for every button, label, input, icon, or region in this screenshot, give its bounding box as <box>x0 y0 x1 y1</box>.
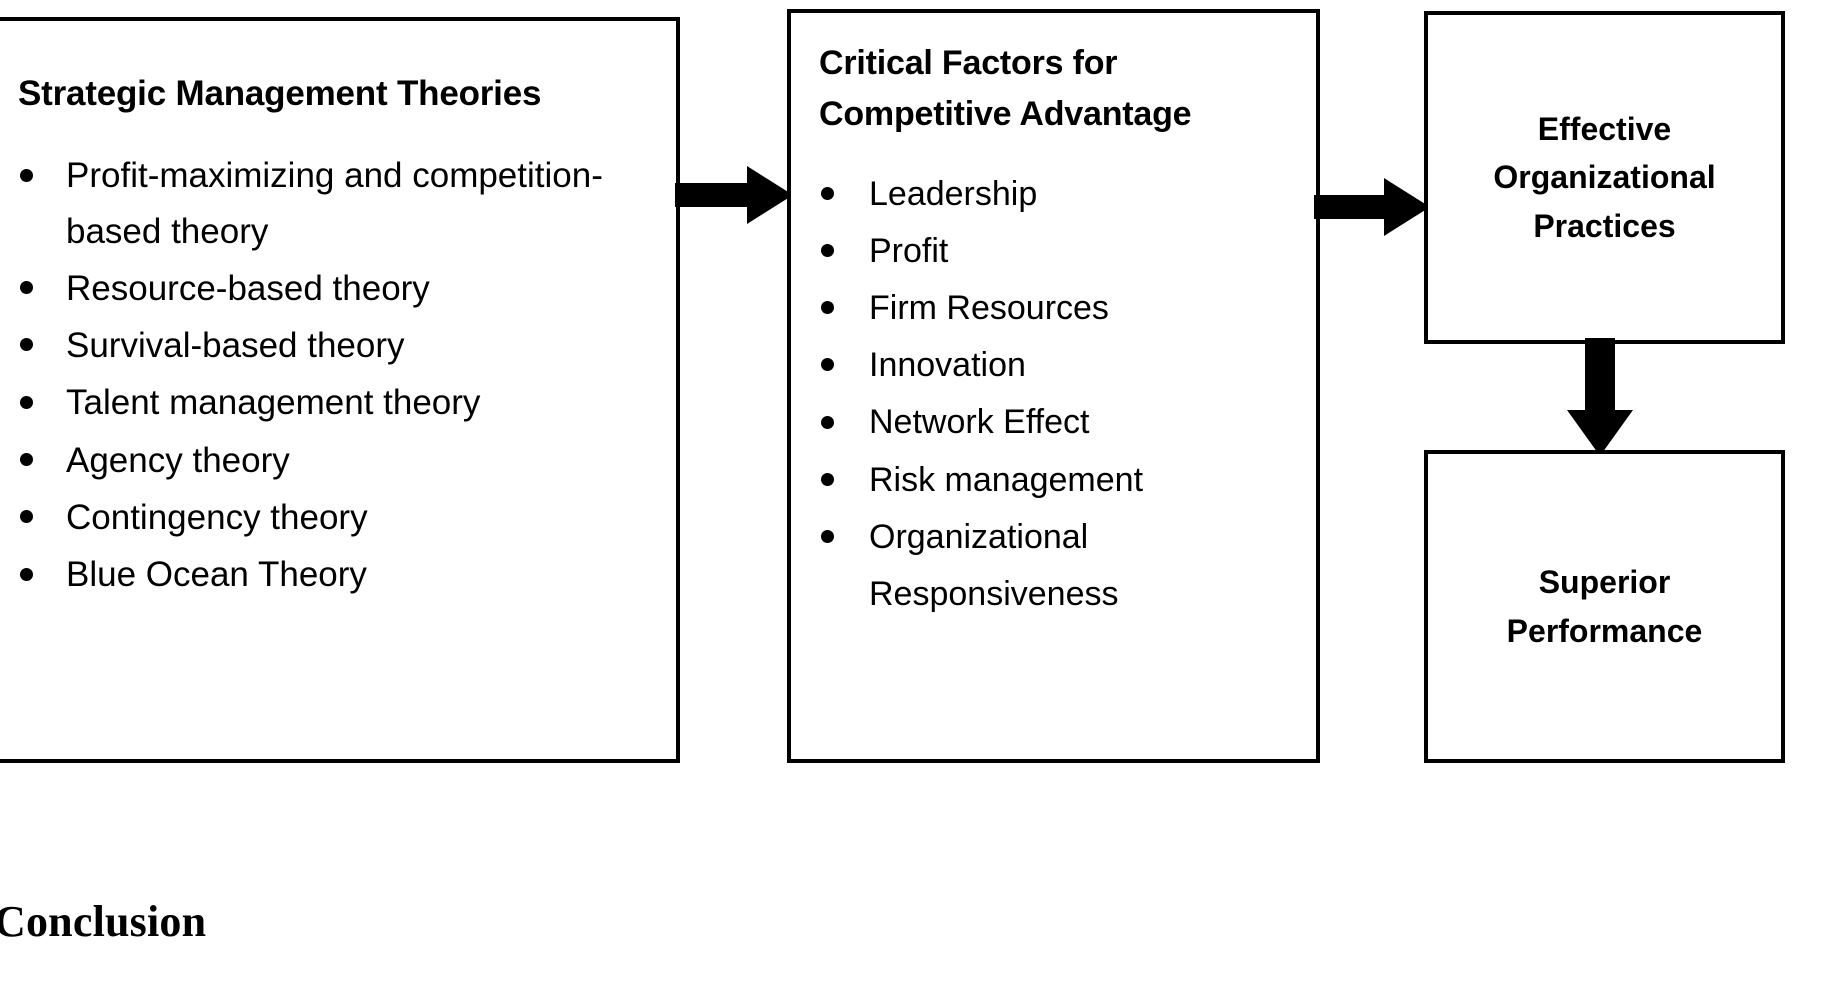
list-item: Agency theory <box>12 433 662 488</box>
list-item-label: Talent management theory <box>66 383 481 423</box>
bullet-dot-icon <box>821 244 834 258</box>
box-theories-heading: Strategic Management Theories <box>18 74 542 113</box>
list-item-label: Resource-based theory <box>66 268 430 308</box>
bullet-dot-icon <box>20 510 33 524</box>
list-item: Resource-based theory <box>12 261 662 316</box>
list-item: Network Effect <box>811 394 1306 451</box>
arrow-down-icon-practices-to-performance <box>1555 338 1645 458</box>
bullet-dot-icon <box>20 338 33 352</box>
box-practices-heading: Effective Organizational Practices <box>1493 110 1716 244</box>
list-item-label: Survival-based theory <box>66 326 405 366</box>
bullet-dot-icon <box>20 567 33 581</box>
list-item: Survival-based theory <box>12 318 662 373</box>
list-item-label: Contingency theory <box>66 498 368 538</box>
box-strategic-management-theories: Strategic Management Theories Profit-max… <box>0 17 680 763</box>
list-item-label: Organizational Responsiveness <box>869 517 1119 613</box>
bullet-dot-icon <box>20 453 33 467</box>
bullet-dot-icon <box>821 301 834 315</box>
list-item-label: Agency theory <box>66 440 290 480</box>
bullet-dot-icon <box>20 395 33 409</box>
list-item-label: Profit-maximizing and competition-based … <box>66 156 603 251</box>
bullet-dot-icon <box>821 187 834 201</box>
bullet-dot-icon <box>821 472 834 486</box>
box-effective-organizational-practices: Effective Organizational Practices <box>1424 11 1785 344</box>
list-item: Organizational Responsiveness <box>811 509 1306 623</box>
bullet-dot-icon <box>821 529 834 543</box>
list-item: Profit-maximizing and competition-based … <box>12 148 662 259</box>
conclusion-section-heading: Conclusion <box>0 897 207 946</box>
box-superior-performance: Superior Performance <box>1424 450 1785 763</box>
bullet-dot-icon <box>20 168 33 182</box>
arrow-right-icon-theories-to-factors <box>675 150 795 240</box>
arrow-right-icon-factors-to-practices <box>1314 162 1432 252</box>
list-item: Contingency theory <box>12 490 662 545</box>
list-item-label: Network Effect <box>869 403 1090 442</box>
list-item: Blue Ocean Theory <box>12 547 662 602</box>
list-item-label: Firm Resources <box>869 289 1109 328</box>
list-item: Talent management theory <box>12 375 662 430</box>
list-item-label: Leadership <box>869 175 1038 213</box>
box-performance-heading: Superior Performance <box>1506 563 1703 649</box>
bullet-dot-icon <box>20 281 33 295</box>
list-item: Innovation <box>811 337 1306 394</box>
list-item-label: Risk management <box>869 460 1144 499</box>
list-item-label: Innovation <box>869 346 1026 385</box>
box-factors-heading: Critical Factors for Competitive Advanta… <box>819 44 1192 133</box>
list-item: Risk management <box>811 452 1306 509</box>
list-item-label: Profit <box>869 232 949 271</box>
box-theories-bullet-list: Profit-maximizing and competition-based … <box>0 148 676 602</box>
box-critical-factors-for-competitive-advantage: Critical Factors for Competitive Advanta… <box>787 9 1320 763</box>
list-item: Profit <box>811 223 1306 280</box>
bullet-dot-icon <box>821 415 834 429</box>
list-item-label: Blue Ocean Theory <box>66 555 367 595</box>
list-item: Firm Resources <box>811 280 1306 337</box>
bullet-dot-icon <box>821 358 834 372</box>
list-item: Leadership <box>811 166 1306 223</box>
box-factors-bullet-list: Leadership Profit Firm Resources Innovat… <box>791 166 1316 623</box>
